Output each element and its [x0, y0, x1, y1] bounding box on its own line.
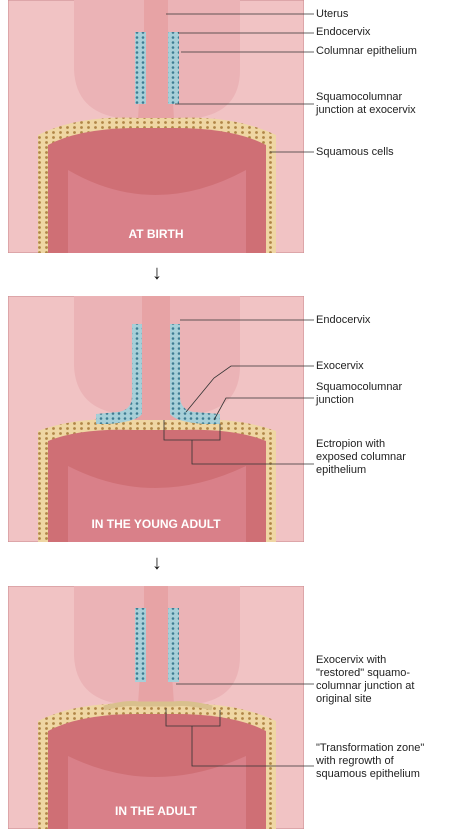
diagram-young-adult: IN THE YOUNG ADULT	[8, 296, 304, 542]
label-exocervix-restored: Exocervix with "restored" squamo- column…	[316, 654, 414, 706]
diagram-adult: IN THE ADULT	[8, 586, 304, 829]
label-squamocolumnar-junction: Squamocolumnar junction	[316, 381, 402, 407]
label-columnar-epithelium: Columnar epithelium	[316, 45, 417, 58]
label-transformation-zone: "Transformation zone" with regrowth of s…	[316, 742, 424, 781]
label-endocervix-2: Endocervix	[316, 314, 370, 327]
arrow-down-icon-2: ↓	[152, 553, 162, 573]
diagram-at-birth: AT BIRTH	[8, 0, 304, 253]
label-exocervix: Exocervix	[316, 360, 364, 373]
caption-adult: IN THE ADULT	[115, 804, 198, 818]
caption-young-adult: IN THE YOUNG ADULT	[91, 517, 221, 531]
label-endocervix-1: Endocervix	[316, 26, 370, 39]
label-uterus: Uterus	[316, 8, 348, 21]
panel-young-adult: IN THE YOUNG ADULT	[8, 296, 304, 542]
arrow-down-icon-1: ↓	[152, 263, 162, 283]
columnar-epithelium-left	[135, 32, 146, 104]
label-squamous-cells: Squamous cells	[316, 146, 394, 159]
caption-at-birth: AT BIRTH	[128, 227, 183, 241]
columnar-epithelium-left-adult	[135, 608, 146, 682]
columnar-epithelium-right-adult	[168, 608, 179, 682]
label-squamocolumnar-junction-exocervix: Squamocolumnar junction at exocervix	[316, 91, 416, 117]
columnar-epithelium-right	[168, 32, 179, 104]
label-ectropion: Ectropion with exposed columnar epitheli…	[316, 438, 406, 477]
panel-at-birth: AT BIRTH	[8, 0, 304, 253]
panel-adult: IN THE ADULT	[8, 586, 304, 829]
